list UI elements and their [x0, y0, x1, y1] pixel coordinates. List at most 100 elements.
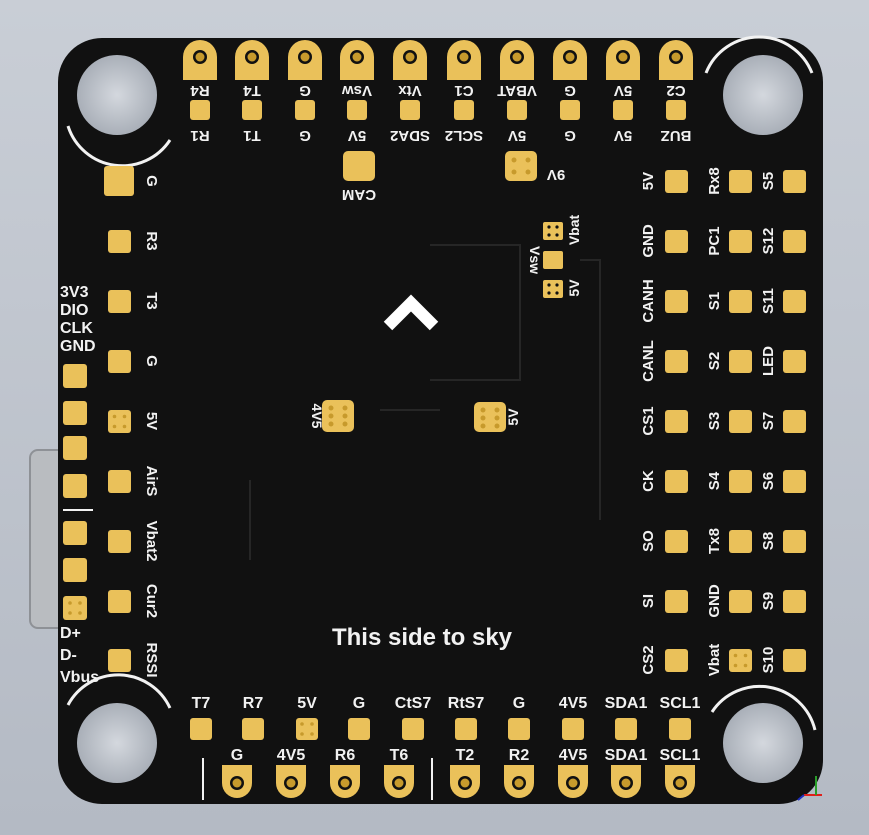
- right-col-pad: [729, 470, 752, 493]
- right-col-pad: [729, 170, 752, 193]
- left-inner-label: G: [143, 355, 160, 367]
- right-col-label: LED: [760, 346, 777, 376]
- left-inner-label: T3: [143, 292, 160, 310]
- left-inner-pad: [108, 350, 131, 373]
- pad-via: [743, 653, 748, 658]
- top-header-pad: [447, 40, 481, 80]
- bottom-header-pads: [222, 765, 695, 798]
- right-col-label: S3: [706, 412, 723, 430]
- top-header-pad: [659, 40, 693, 80]
- bottom-lower-label: G: [231, 747, 243, 764]
- left-outer-bottom-label: Vbus: [60, 669, 99, 686]
- left-outer-top-label: CLK: [60, 320, 93, 337]
- bottom-small-pad: [508, 718, 530, 740]
- right-col-label: S8: [760, 532, 777, 550]
- top-header-pad: [340, 40, 374, 80]
- right-col-label: Rx8: [706, 167, 723, 195]
- top-upper-label: Vtx: [398, 82, 422, 99]
- right-col-label: GND: [640, 224, 657, 258]
- bottom-lower-label: 4V5: [559, 747, 588, 764]
- right-col-pad: [665, 170, 688, 193]
- right-col-label: 5V: [640, 172, 657, 190]
- top-upper-label: R4: [190, 82, 210, 99]
- 9v-pad: [505, 151, 537, 181]
- left-outer-top-label: 3V3: [60, 284, 89, 301]
- xyz-axes-icon: [797, 776, 822, 801]
- left-inner-pad: [108, 230, 131, 253]
- bottom-upper-label: G: [513, 695, 525, 712]
- right-col-pad: [783, 290, 806, 313]
- left-outer-pad: [63, 436, 87, 460]
- top-lower-label: T1: [243, 127, 261, 144]
- right-col-pad: [665, 410, 688, 433]
- top-upper-label: VBAT: [497, 82, 537, 99]
- top-lower-label: G: [564, 127, 576, 144]
- jumper-center-pad: [543, 251, 563, 269]
- right-col-label: CK: [640, 470, 657, 492]
- jumper-vbat-pad: [543, 222, 563, 240]
- bottom-header-pad: [558, 765, 588, 798]
- mid-4v5-vias: [328, 405, 348, 427]
- pcb-board: [58, 38, 823, 804]
- left-outer-pad: [63, 474, 87, 498]
- pad-via: [68, 601, 72, 605]
- pad-via: [112, 414, 117, 419]
- bottom-lower-label: R6: [335, 747, 356, 764]
- right-col-pad: [729, 230, 752, 253]
- right-col-pad: [665, 649, 688, 672]
- left-inner-label: Cur2: [143, 584, 160, 618]
- bottom-upper-label: SDA1: [605, 695, 648, 712]
- mounting-hole-bottom-left: [66, 673, 172, 783]
- bottom-upper-label: RtS7: [448, 695, 485, 712]
- left-outer-bottom-labels: D+D-Vbus: [60, 625, 99, 686]
- bottom-small-pad: [402, 718, 424, 740]
- bottom-lower-label: SCL1: [660, 747, 701, 764]
- top-small-pad: [295, 100, 315, 120]
- right-col-label: Vbat: [706, 644, 723, 677]
- bottom-upper-label: R7: [243, 695, 264, 712]
- right-col-label: S12: [760, 228, 777, 255]
- pad-via: [310, 732, 314, 736]
- left-outer-pad: [63, 521, 87, 545]
- right-col-pad: [783, 530, 806, 553]
- right-col-label: SO: [640, 530, 657, 552]
- right-col-label: S5: [760, 172, 777, 190]
- top-header-pad: [606, 40, 640, 80]
- top-header-pad: [183, 40, 217, 80]
- cam-pad: [343, 151, 375, 181]
- left-outer-bottom-label: D-: [60, 647, 77, 664]
- top-small-pads: [190, 100, 686, 120]
- bottom-small-pad: [562, 718, 584, 740]
- pad-via: [733, 653, 738, 658]
- mid-5v-vias: [480, 407, 500, 429]
- right-col-b-pads: [729, 170, 752, 672]
- right-col-pad: [783, 170, 806, 193]
- pad-via: [300, 732, 304, 736]
- top-small-pad: [613, 100, 633, 120]
- right-col-label: S7: [760, 412, 777, 430]
- right-col-label: S11: [760, 288, 777, 314]
- right-col-pad: [783, 649, 806, 672]
- left-inner-pad: [108, 470, 131, 493]
- right-col-pad: [665, 290, 688, 313]
- top-header-pad: [500, 40, 534, 80]
- right-col-pad: [665, 590, 688, 613]
- left-inner-pad: [108, 649, 131, 672]
- right-col-pad: [783, 410, 806, 433]
- left-inner-pads: [104, 166, 134, 672]
- right-col-label: SI: [640, 594, 657, 608]
- right-col-label: S4: [706, 471, 723, 490]
- mid-5v-pad: [474, 402, 506, 432]
- top-lower-label: 5V: [508, 127, 526, 144]
- jumper-5v-pad: [543, 280, 563, 298]
- bottom-upper-label: 5V: [297, 695, 317, 712]
- mid-4v5-label: 4V5: [309, 404, 325, 429]
- mounting-hole-bottom-right: [710, 684, 817, 783]
- bottom-header-pad: [450, 765, 480, 798]
- jumper-5v-label: 5V: [566, 279, 582, 297]
- pad-via: [122, 414, 127, 419]
